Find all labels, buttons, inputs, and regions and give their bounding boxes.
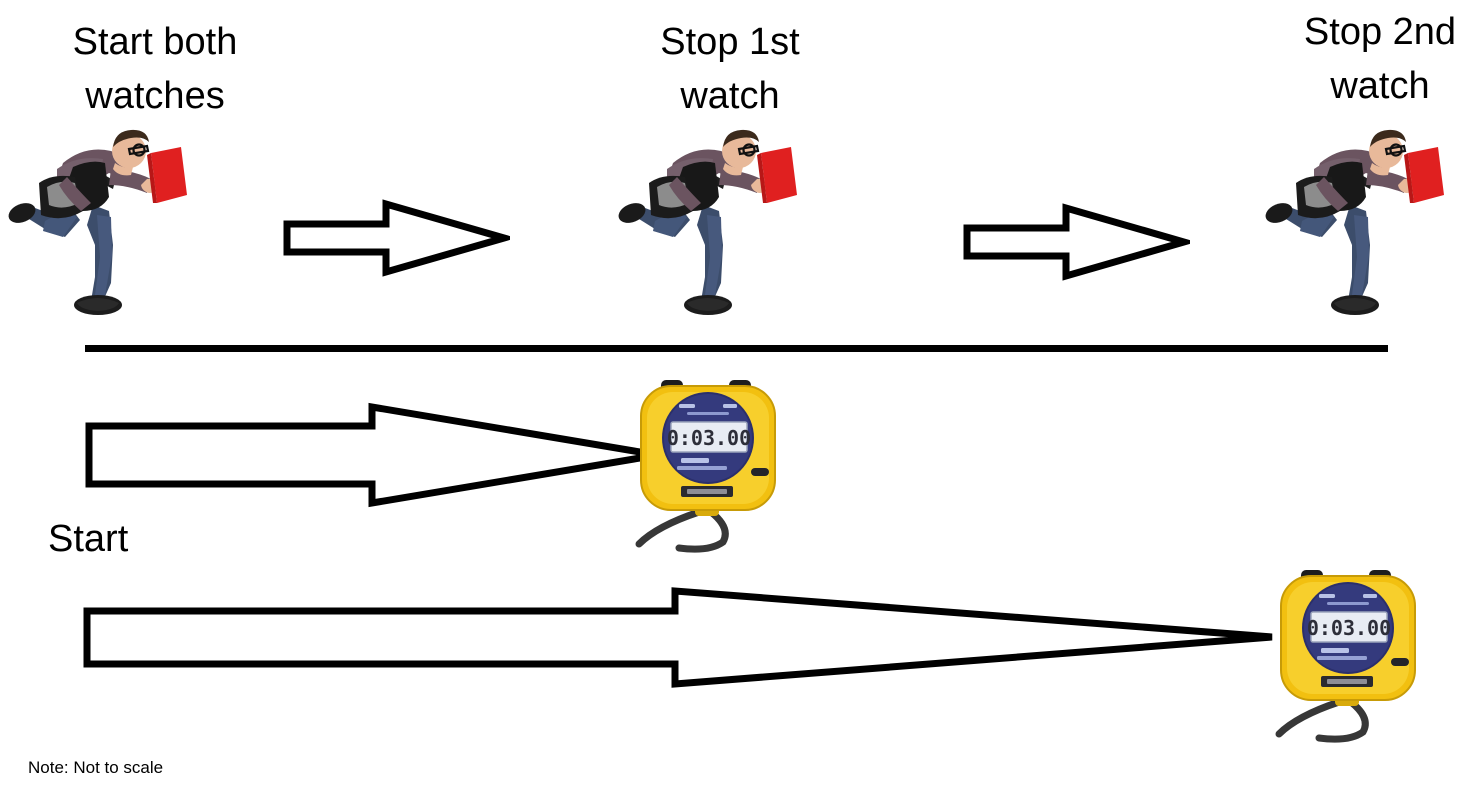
note-not-to-scale: Note: Not to scale: [28, 758, 164, 777]
timeline-divider: [85, 345, 1388, 352]
timing-arrow-first-watch: [84, 402, 664, 510]
timing-arrow-second-watch: [82, 586, 1278, 690]
stopwatch-first-display: 0:03.00: [667, 426, 751, 450]
runner-figure-mid: [615, 125, 805, 325]
label-start: Start: [48, 518, 129, 560]
motion-arrow-2: [962, 200, 1190, 284]
stopwatch-second: 0:03.00: [1265, 562, 1430, 747]
label-stop-1st-watch: Stop 1st watch: [660, 21, 800, 117]
stopwatch-first: 0:03.00: [625, 372, 790, 557]
motion-arrow-1: [282, 196, 510, 280]
label-start-both-watches: Start both watches: [72, 21, 238, 117]
stopwatch-second-display: 0:03.00: [1307, 616, 1391, 640]
label-stop-2nd-watch: Stop 2nd watch: [1303, 11, 1457, 107]
runner-figure-start: [5, 125, 195, 325]
runner-figure-end: [1262, 125, 1452, 325]
